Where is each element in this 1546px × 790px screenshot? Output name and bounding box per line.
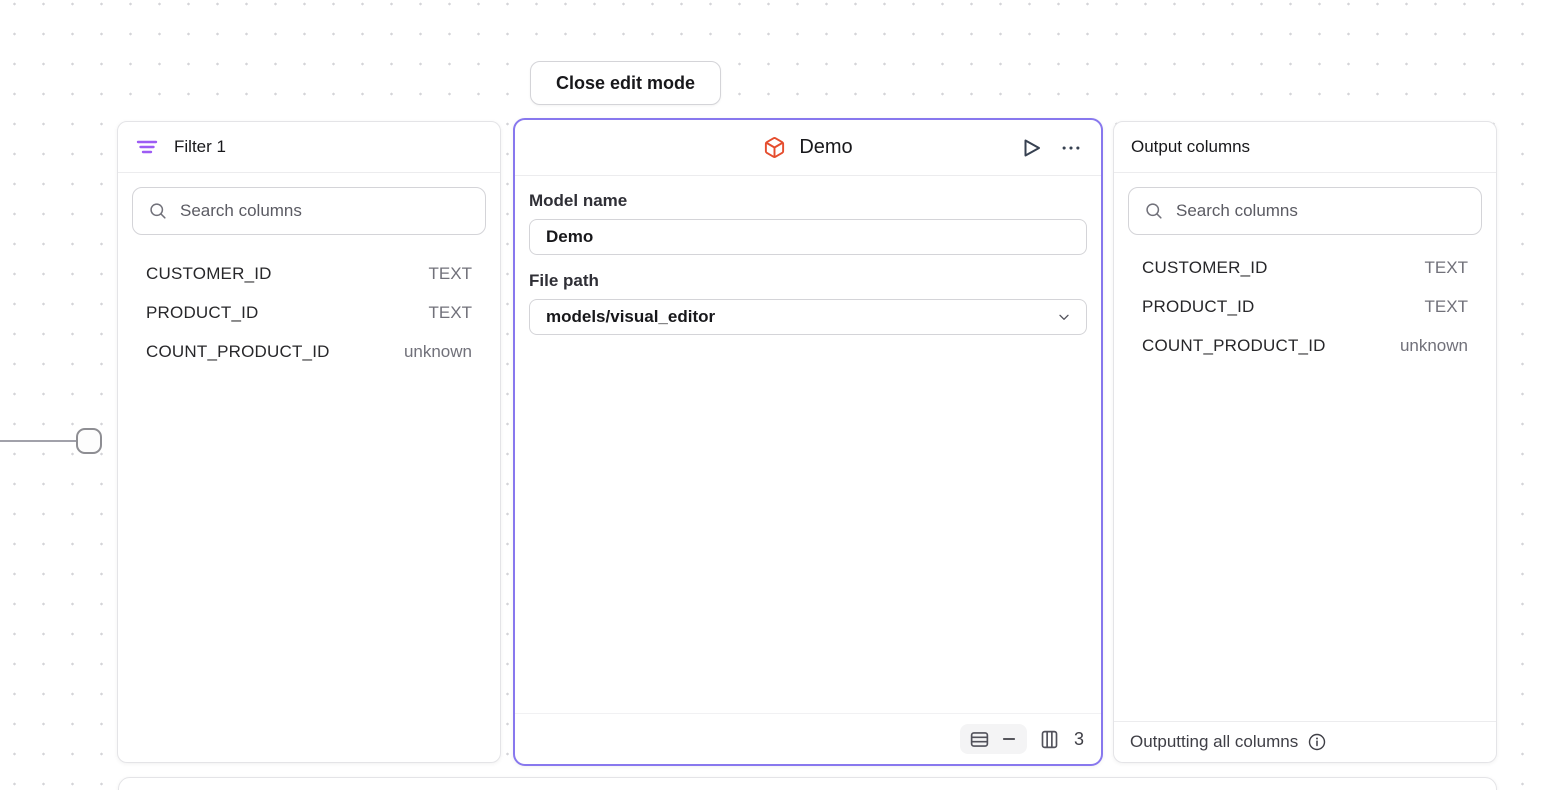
model-title-group: Demo (763, 136, 853, 159)
info-circle-icon[interactable] (1307, 732, 1327, 752)
column-name: COUNT_PRODUCT_ID (146, 341, 330, 361)
column-row[interactable]: CUSTOMER_ID TEXT (132, 254, 486, 293)
output-footer-text: Outputting all columns (1130, 732, 1299, 751)
model-footer: 3 (515, 713, 1101, 764)
model-panel: Demo (513, 118, 1103, 766)
column-type: unknown (403, 341, 472, 361)
output-search-box (1128, 187, 1482, 235)
column-type: TEXT (428, 263, 472, 283)
column-type: TEXT (1424, 296, 1468, 316)
column-name: COUNT_PRODUCT_ID (1142, 335, 1326, 355)
table-columns-icon (1039, 729, 1060, 750)
bottom-panel-edge[interactable] (118, 777, 1497, 790)
model-panel-title: Demo (799, 136, 853, 158)
chevron-down-icon (1056, 309, 1072, 325)
column-row[interactable]: COUNT_PRODUCT_ID unknown (1128, 326, 1482, 365)
output-panel-footer: Outputting all columns (1114, 721, 1496, 762)
column-name: CUSTOMER_ID (1142, 257, 1268, 277)
filter-search-input[interactable] (180, 201, 470, 221)
filter-lines-icon (135, 135, 159, 159)
filter-panel-header: Filter 1 (118, 122, 500, 173)
column-row[interactable]: COUNT_PRODUCT_ID unknown (132, 332, 486, 371)
filter-search-box (132, 187, 486, 235)
output-panel-header: Output columns (1114, 122, 1496, 173)
edge-connector-line (0, 440, 77, 442)
column-row[interactable]: PRODUCT_ID TEXT (1128, 287, 1482, 326)
column-row[interactable]: PRODUCT_ID TEXT (132, 293, 486, 332)
run-model-button[interactable] (1019, 136, 1043, 160)
output-column-list: CUSTOMER_ID TEXT PRODUCT_ID TEXT COUNT_P… (1128, 248, 1482, 365)
filter-panel: Filter 1 CUSTOMER_ID TEXT PRODUCT_ID (117, 121, 501, 763)
close-edit-mode-button[interactable]: Close edit mode (530, 61, 721, 105)
column-count: 3 (1073, 728, 1084, 749)
column-type: TEXT (1424, 257, 1468, 277)
search-icon (1144, 201, 1164, 221)
minus-icon (1000, 730, 1018, 748)
output-columns-panel: Output columns CUSTOMER_ID TEXT PRODU (1113, 121, 1497, 763)
ellipsis-icon (1060, 137, 1082, 159)
row-count-badge[interactable] (959, 724, 1027, 754)
column-type: TEXT (428, 302, 472, 322)
output-search-input[interactable] (1176, 201, 1466, 221)
search-icon (148, 201, 168, 221)
file-path-value: models/visual_editor (546, 307, 716, 326)
filter-panel-body: CUSTOMER_ID TEXT PRODUCT_ID TEXT COUNT_P… (118, 173, 500, 385)
output-panel-title: Output columns (1131, 137, 1251, 156)
column-type: unknown (1399, 335, 1468, 355)
table-rows-icon (969, 729, 990, 750)
column-row[interactable]: CUSTOMER_ID TEXT (1128, 248, 1482, 287)
filter-column-list: CUSTOMER_ID TEXT PRODUCT_ID TEXT COUNT_P… (132, 254, 486, 371)
model-header-controls (1019, 120, 1082, 175)
file-path-label: File path (529, 271, 599, 290)
more-options-button[interactable] (1060, 137, 1082, 159)
file-path-select[interactable]: models/visual_editor (529, 299, 1087, 335)
model-name-input[interactable] (529, 219, 1087, 255)
column-name: PRODUCT_ID (1142, 296, 1255, 316)
filter-panel-title: Filter 1 (174, 137, 226, 156)
cube-icon (763, 136, 786, 159)
output-panel-body: CUSTOMER_ID TEXT PRODUCT_ID TEXT COUNT_P… (1114, 173, 1496, 379)
column-name: CUSTOMER_ID (146, 263, 272, 283)
column-name: PRODUCT_ID (146, 302, 259, 322)
play-icon (1019, 136, 1043, 160)
edge-connector-handle[interactable] (76, 428, 102, 454)
model-form: Model name File path models/visual_edito… (515, 176, 1101, 350)
model-name-label: Model name (529, 191, 628, 210)
model-panel-header: Demo (515, 120, 1101, 176)
